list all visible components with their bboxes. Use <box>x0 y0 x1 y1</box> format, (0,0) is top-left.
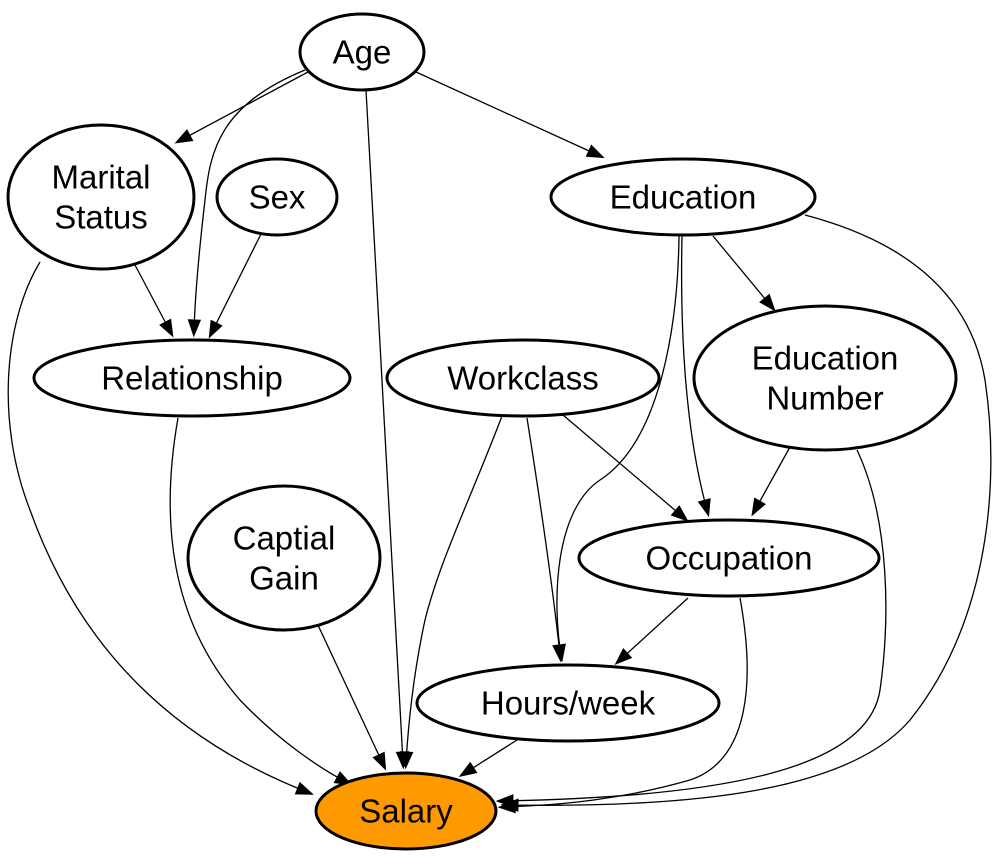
arrowhead-icon <box>372 751 387 771</box>
node-shape <box>415 663 721 743</box>
edge-workclass-to-occupation <box>562 414 689 522</box>
node-label: Education <box>610 179 757 216</box>
edge-education-to-education-number <box>712 235 776 312</box>
edge-line <box>415 71 599 156</box>
node-education: Education <box>549 157 817 237</box>
edge-occupation-to-salary <box>497 597 748 814</box>
edge-education-number-to-salary <box>495 449 887 808</box>
edge-capital-gain-to-salary <box>316 622 387 771</box>
node-label: Education <box>752 340 899 377</box>
node-label: Relationship <box>101 360 283 397</box>
edge-line <box>316 622 384 765</box>
edge-line <box>507 214 992 806</box>
node-shape <box>6 123 196 271</box>
node-label: Gain <box>249 560 319 597</box>
arrowhead-icon <box>159 318 174 338</box>
edges-layer <box>7 69 992 814</box>
arrowhead-icon <box>552 643 566 663</box>
edge-line <box>193 69 306 331</box>
edge-education-to-hours-week <box>552 235 680 663</box>
edge-line <box>7 261 308 793</box>
node-label: Captial <box>233 520 336 557</box>
node-shape <box>692 304 958 452</box>
edge-line <box>619 597 689 661</box>
edge-line <box>502 449 887 802</box>
edge-line <box>712 235 772 307</box>
edge-marital-status-to-salary <box>7 261 314 795</box>
node-shape <box>298 12 426 92</box>
edge-occupation-to-hours-week <box>614 597 689 666</box>
arrowhead-icon <box>759 293 776 312</box>
node-label: Marital <box>51 159 150 196</box>
node-shape <box>186 484 382 632</box>
arrowhead-icon <box>187 319 202 338</box>
node-shape <box>385 338 661 418</box>
edge-line <box>562 414 684 518</box>
arrowhead-icon <box>458 761 478 777</box>
edge-marital-status-to-relationship <box>134 264 174 338</box>
edge-workclass-to-hours-week <box>526 417 566 663</box>
edge-line <box>211 233 262 333</box>
node-relationship: Relationship <box>32 338 352 418</box>
edge-sex-to-relationship <box>208 233 262 339</box>
edge-workclass-to-salary <box>399 415 503 770</box>
node-age: Age <box>298 12 426 92</box>
node-occupation: Occupation <box>577 518 881 598</box>
edge-line <box>134 264 171 332</box>
node-label: Number <box>766 380 883 417</box>
node-shape <box>549 157 817 237</box>
edge-age-to-education <box>415 71 605 159</box>
edge-age-to-salary <box>365 89 410 770</box>
edge-age-to-relationship <box>187 69 306 338</box>
arrowhead-icon <box>399 751 414 770</box>
edge-line <box>365 89 404 763</box>
edge-line <box>169 417 347 783</box>
edge-line <box>680 235 708 511</box>
arrowhead-icon <box>208 319 223 339</box>
arrowhead-icon <box>670 505 689 522</box>
arrowhead-icon <box>697 498 711 518</box>
node-hours-week: Hours/week <box>415 663 721 743</box>
node-label: Workclass <box>447 360 599 397</box>
node-label: Sex <box>249 179 306 216</box>
node-shape <box>314 771 498 851</box>
node-salary: Salary <box>314 771 498 851</box>
arrowhead-icon <box>497 799 516 814</box>
node-shape <box>32 338 352 418</box>
node-label: Salary <box>359 793 453 830</box>
edge-hours-week-to-salary <box>458 739 518 777</box>
edge-education-to-occupation <box>680 235 711 518</box>
arrowhead-icon <box>751 497 766 517</box>
node-label: Hours/week <box>481 685 656 722</box>
edge-line <box>526 417 561 656</box>
arrowhead-icon <box>585 144 605 159</box>
node-shape <box>577 518 881 598</box>
edge-education-number-to-occupation <box>751 446 791 517</box>
node-sex: Sex <box>215 157 339 237</box>
node-label: Status <box>54 199 148 236</box>
edge-line <box>754 446 791 511</box>
arrowhead-icon <box>294 781 314 795</box>
node-label: Occupation <box>646 540 813 577</box>
edge-line <box>556 235 680 656</box>
node-shape <box>215 157 339 237</box>
edge-age-to-marital-status <box>174 71 309 144</box>
edge-line <box>405 415 503 763</box>
node-label: Age <box>333 34 392 71</box>
arrowhead-icon <box>174 129 194 144</box>
edge-line <box>504 597 748 808</box>
arrowhead-icon <box>614 647 633 666</box>
node-workclass: Workclass <box>385 338 661 418</box>
